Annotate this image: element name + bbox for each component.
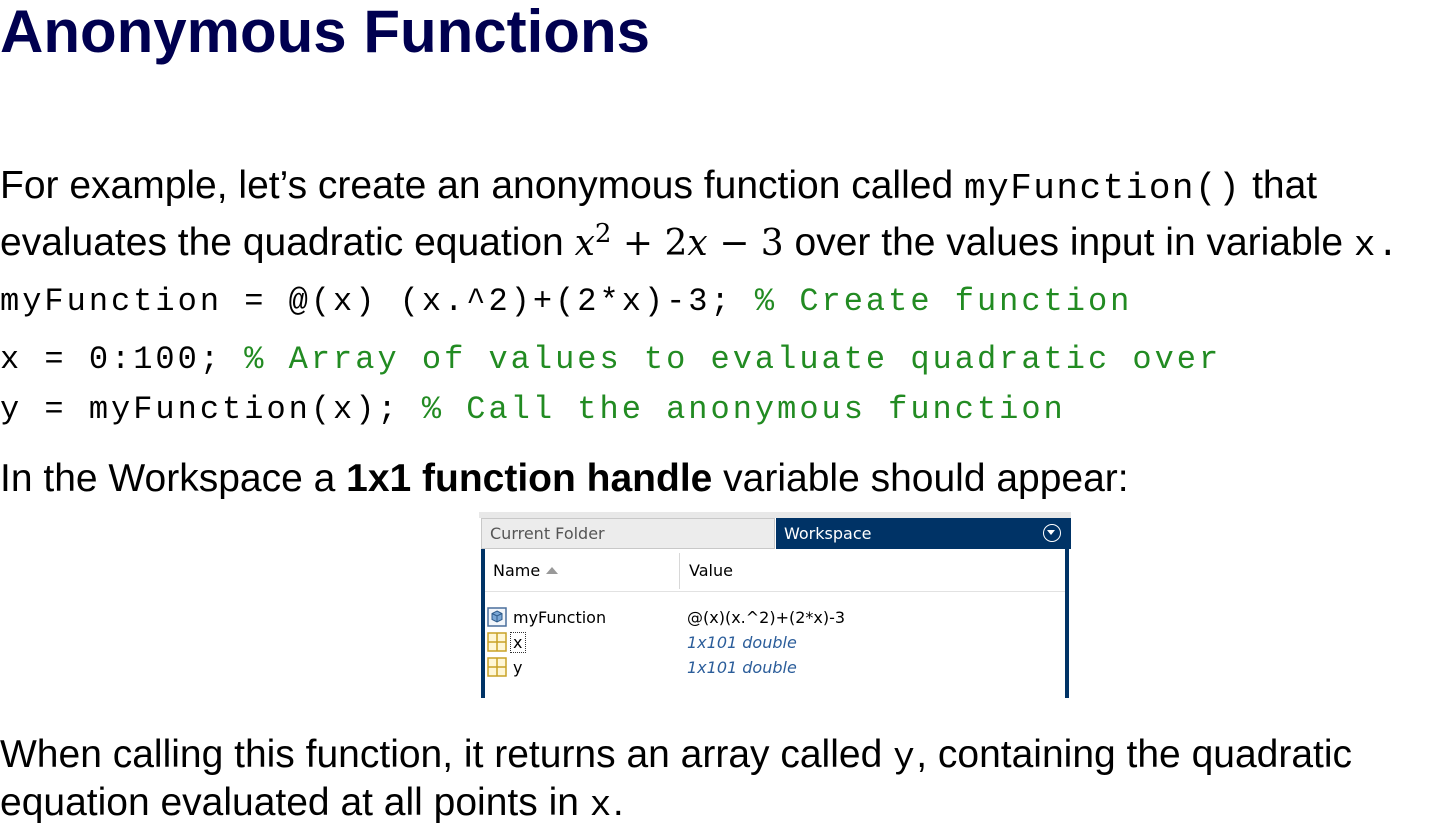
ws-text-after: variable should appear: [712, 457, 1129, 500]
tab-workspace-label: Workspace [784, 524, 872, 543]
closing-text-1: When calling this function, it returns a… [0, 733, 883, 776]
intro-line-2: evaluates the quadratic equation x2 + 2x… [0, 210, 1400, 270]
ws-text-before: In the Workspace a [0, 457, 347, 500]
variable-name: x [510, 632, 527, 653]
matrix-icon [487, 657, 507, 677]
panel-menu-icon[interactable] [1043, 524, 1061, 542]
table-header: Name Value [485, 549, 1065, 592]
eq-term: + 2 [622, 223, 688, 264]
code-statement: myFunction = @(x) (x.^2)+(2*x)-3; [0, 283, 755, 320]
closing-text-4: . [612, 781, 624, 824]
quadratic-equation: x2 + 2x − 3 [574, 219, 784, 264]
workspace-table: Name Value myFunction @(x)(x.^2)+(2*x)-3… [481, 549, 1069, 698]
variable-value: 1x101 double [687, 633, 797, 652]
variable-x-code: x. [1353, 225, 1401, 266]
workspace-sentence: In the Workspace a 1x1 function handle v… [0, 455, 1129, 503]
closing-text-3: equation evaluated at all points in [0, 781, 579, 824]
table-row[interactable]: y 1x101 double [485, 655, 1065, 680]
function-handle-icon [487, 607, 507, 627]
sort-ascending-icon [546, 567, 559, 574]
workspace-panel-screenshot: Current Folder Workspace Name Value myFu… [479, 512, 1071, 698]
ws-text-bold: 1x1 function handle [346, 457, 713, 500]
code-line-3: y = myFunction(x); % Call the anonymous … [0, 390, 1066, 430]
intro-text-2: that [1252, 164, 1318, 207]
eq-exponent: 2 [594, 219, 612, 249]
code-comment: % Call the anonymous function [421, 391, 1066, 428]
intro-text-1: For example, let’s create an anonymous f… [0, 164, 954, 207]
variable-name: y [513, 658, 523, 677]
table-row[interactable]: x 1x101 double [485, 630, 1065, 655]
toolbar-strip [479, 512, 1071, 518]
variable-name: myFunction [513, 608, 607, 627]
closing-text-2: , containing the quadratic [916, 733, 1353, 776]
column-divider[interactable] [679, 553, 680, 589]
column-name-label: Name [493, 561, 541, 580]
variable-x-code: x [589, 785, 613, 826]
variable-value: 1x101 double [687, 658, 797, 677]
closing-line-1: When calling this function, it returns a… [0, 731, 1352, 782]
tab-current-folder[interactable]: Current Folder [481, 518, 775, 549]
focused-name: x [510, 632, 527, 653]
variable-value: @(x)(x.^2)+(2*x)-3 [687, 608, 846, 627]
page-title: Anonymous Functions [0, 0, 650, 65]
tab-workspace[interactable]: Workspace [776, 518, 1071, 549]
code-line-1: myFunction = @(x) (x.^2)+(2*x)-3; % Crea… [0, 282, 1132, 322]
closing-line-2: equation evaluated at all points in x. [0, 779, 624, 830]
function-name-code: myFunction() [963, 168, 1242, 209]
code-line-2: x = 0:100; % Array of values to evaluate… [0, 340, 1221, 380]
intro-line-1: For example, let’s create an anonymous f… [0, 162, 1317, 213]
column-name-header[interactable]: Name [493, 561, 559, 580]
column-value-header[interactable]: Value [689, 561, 733, 580]
code-comment: % Array of values to evaluate quadratic … [244, 341, 1222, 378]
variable-y-code: y [893, 737, 917, 778]
code-statement: x = 0:100; [0, 341, 245, 378]
eq-var-x: x [574, 223, 595, 264]
code-statement: y = myFunction(x); [0, 391, 422, 428]
table-row[interactable]: myFunction @(x)(x.^2)+(2*x)-3 [485, 605, 1065, 630]
intro-text-4: over the values input in variable [794, 221, 1344, 264]
intro-text-3: evaluates the quadratic equation [0, 221, 564, 264]
eq-constant: − 3 [719, 223, 784, 264]
matrix-icon [487, 632, 507, 652]
eq-var-x2: x [687, 223, 708, 264]
code-comment: % Create function [754, 283, 1133, 320]
